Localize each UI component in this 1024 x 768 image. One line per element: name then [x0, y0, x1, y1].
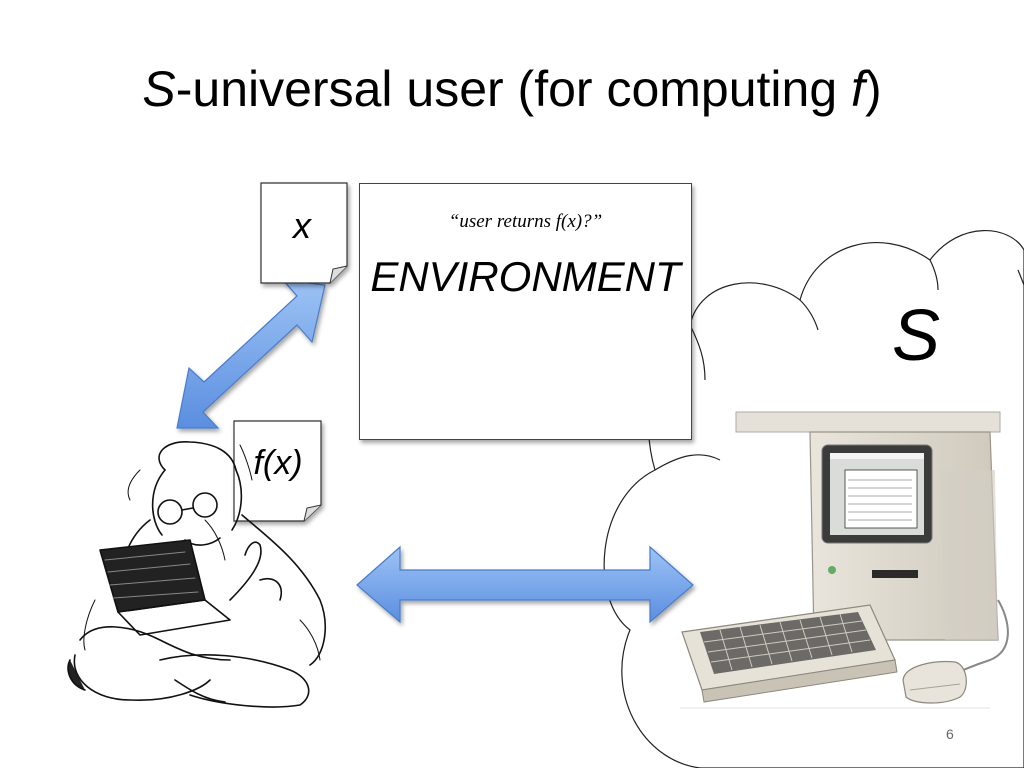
environment-box: “user returns f(x)?” ENVIRONMENT: [359, 183, 692, 440]
environment-quote: “user returns f(x)?”: [448, 211, 603, 232]
page-number: 6: [946, 726, 954, 742]
title-s: S: [142, 61, 176, 117]
input-label: x: [293, 205, 311, 246]
horizontal-double-arrow: [356, 545, 694, 624]
input-card: [260, 182, 348, 284]
computer-illustration: [681, 411, 1009, 704]
title-close: ): [864, 61, 882, 117]
title-text: -universal user (for computing: [175, 61, 852, 117]
output-label: f(x): [253, 444, 303, 482]
title-f: f: [851, 61, 865, 117]
server-label: S: [892, 296, 941, 376]
user-sketch: [67, 441, 326, 708]
diagonal-double-arrow: [176, 279, 326, 429]
output-card: [233, 420, 322, 522]
environment-label: ENVIRONMENT: [370, 253, 681, 300]
slide-title: S-universal user (for computing f): [0, 60, 1024, 118]
